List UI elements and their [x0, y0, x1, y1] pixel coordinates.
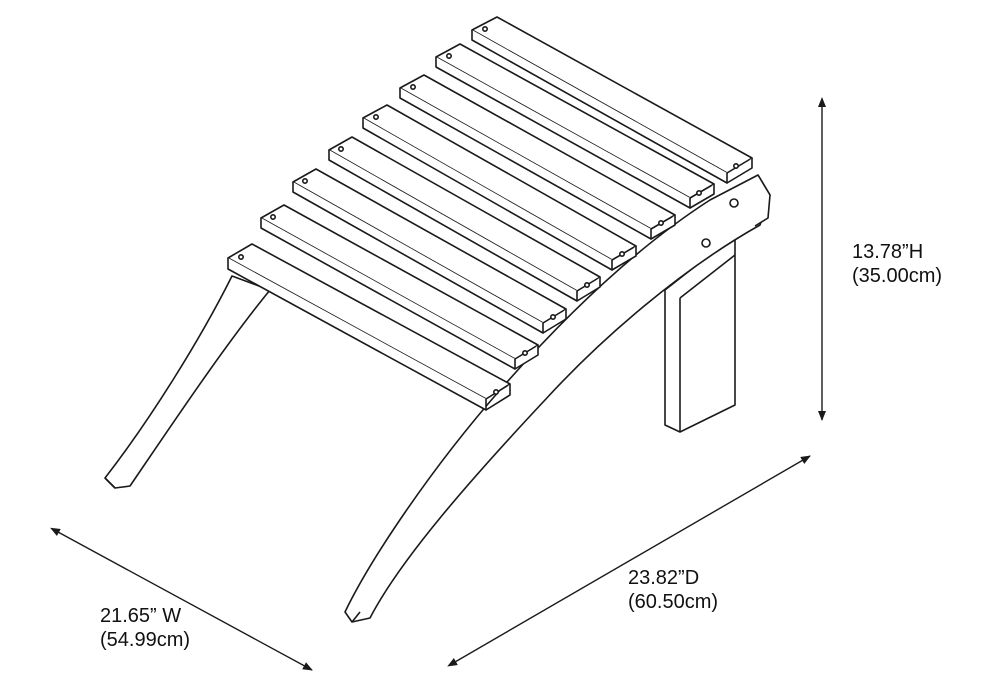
left-side-rail: [104, 275, 271, 489]
slat-1: [471, 16, 753, 184]
depth-imperial-label: 23.82”D: [628, 567, 700, 589]
slat-3: [399, 74, 676, 240]
slat-4: [362, 104, 637, 271]
slat-5: [328, 136, 601, 302]
height-imperial-label: 13.78”H: [852, 241, 924, 263]
width-imperial-label: 21.65” W: [100, 605, 182, 627]
depth-dimension: 23.82”D (60.50cm): [628, 566, 718, 614]
slat-8: [227, 243, 511, 411]
height-dimension: 13.78”H (35.00cm): [852, 240, 942, 288]
width-dimension-arrow: [50, 527, 313, 671]
slat-7: [260, 204, 539, 370]
back-leg: [664, 234, 736, 433]
depth-metric-label: (60.50cm): [628, 591, 719, 613]
width-dimension: 21.65” W (54.99cm): [100, 604, 190, 652]
width-metric-label: (54.99cm): [100, 629, 191, 651]
slat-6: [292, 168, 567, 334]
slat-2: [435, 43, 715, 209]
height-metric-label: (35.00cm): [852, 265, 943, 287]
depth-dimension-arrow: [447, 455, 811, 667]
right-side-rail: [344, 174, 771, 623]
